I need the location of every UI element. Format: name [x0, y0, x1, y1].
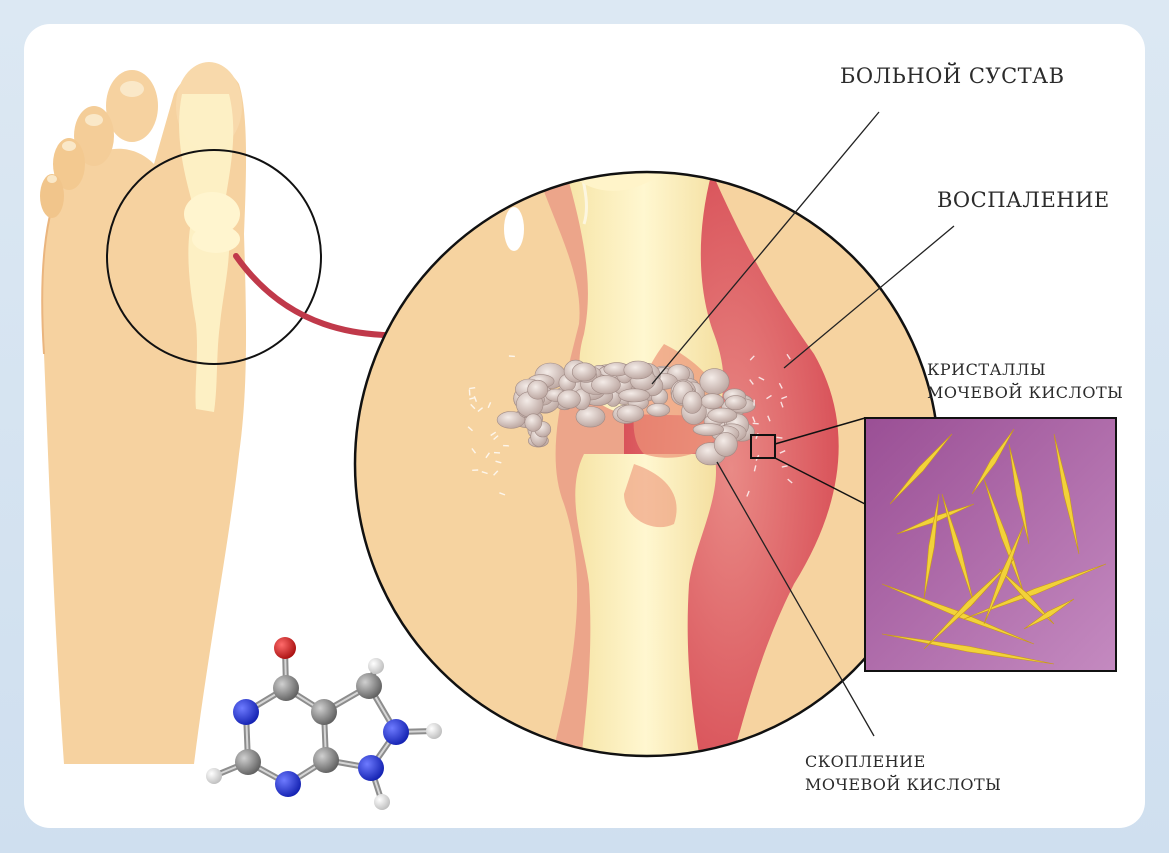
uric-acid-crystal: [889, 433, 953, 505]
crystal-inset: [774, 417, 1117, 672]
foot-illustration: [40, 62, 322, 765]
crystal-speck: [493, 470, 499, 476]
molecule-atom: [358, 755, 384, 781]
uric-acid-granule: [692, 423, 725, 436]
uric-acid-granule: [623, 360, 653, 380]
crystal-speck: [467, 426, 473, 432]
crystal-speck: [787, 478, 793, 484]
molecule-atom: [274, 637, 296, 659]
crystal-speck: [746, 490, 750, 497]
uric-acid-crystal: [971, 428, 1015, 495]
crystal-speck: [766, 394, 772, 400]
crystal-speck: [749, 355, 755, 361]
label-accumulation-line2: МОЧЕВОЙ КИСЛОТЫ: [805, 775, 1002, 794]
uric-acid-granule: [682, 390, 703, 414]
uric-acid-granule: [724, 395, 747, 411]
uric-acid-crystal: [963, 563, 1107, 620]
crystal-speck: [485, 452, 490, 459]
gout-illustration: [40, 62, 1117, 810]
crystal-speck: [749, 379, 754, 385]
crystal-speck: [779, 450, 786, 454]
diagram-card: БОЛЬНОЙ СУСТАВ ВОСПАЛЕНИЕ КРИСТАЛЛЫ МОЧЕ…: [24, 24, 1145, 828]
uric-acid-granule: [700, 393, 725, 410]
label-crystals-line1: КРИСТАЛЛЫ: [927, 360, 1047, 379]
leader-lines: [651, 111, 955, 737]
molecule-atom: [235, 749, 261, 775]
crystal-speck: [469, 396, 476, 400]
crystal-speck: [767, 415, 771, 422]
label-accumulation-line1: СКОПЛЕНИЕ: [805, 752, 926, 771]
uric-acid-granule: [713, 432, 738, 457]
molecule-atom: [273, 675, 299, 701]
molecule-atom: [311, 699, 337, 725]
crystal-speck: [776, 436, 783, 439]
uric-acid-granule: [524, 413, 543, 432]
crystal-speck: [781, 395, 788, 400]
uric-acid-granule: [571, 362, 597, 382]
molecule-atom: [206, 768, 222, 784]
uric-acid-granule: [575, 406, 606, 428]
uric-acid-deposit: [496, 359, 756, 466]
crystal-speck: [781, 465, 788, 468]
uric-acid-granule: [646, 403, 671, 417]
uric-acid-crystal: [1008, 443, 1030, 545]
label-inflammation: ВОСПАЛЕНИЕ: [937, 188, 1110, 212]
crystal-speck: [780, 401, 784, 408]
molecule-atom: [368, 658, 384, 674]
uric-acid-crystal: [1053, 433, 1080, 555]
molecule-atom: [426, 723, 442, 739]
molecule-atom: [356, 673, 382, 699]
uric-acid-crystal: [881, 633, 1055, 665]
uric-acid-granule: [618, 388, 651, 403]
crystal-speck: [477, 407, 484, 412]
uric-acid-crystal: [998, 568, 1055, 625]
uric-acid-crystal: [1023, 598, 1075, 630]
crystal-speck: [470, 403, 476, 410]
uric-acid-molecule: [206, 637, 442, 810]
uric-acid-crystal: [923, 558, 1015, 650]
uric-acid-granule: [527, 379, 549, 400]
magnified-joint: [353, 170, 941, 758]
crystal-speck: [469, 387, 476, 390]
crystal-speck: [778, 382, 783, 389]
uric-acid-granule: [616, 404, 645, 423]
uric-acid-granule: [699, 368, 730, 395]
crystal-speck: [786, 353, 791, 360]
molecule-atom: [275, 771, 301, 797]
crystal-speck: [493, 435, 499, 441]
label-diseased-joint: БОЛЬНОЙ СУСТАВ: [840, 64, 1065, 88]
crystal-speck: [471, 447, 477, 454]
crystal-speck: [490, 431, 497, 437]
crystal-speck: [753, 465, 757, 472]
crystal-speck: [481, 471, 488, 475]
label-accumulation: СКОПЛЕНИЕ МОЧЕВОЙ КИСЛОТЫ: [805, 750, 1001, 796]
crystal-speck: [495, 460, 502, 464]
crystal-speck: [758, 376, 765, 381]
uric-acid-crystal: [941, 493, 975, 605]
crystal-speck: [487, 402, 492, 409]
label-crystals-line2: МОЧЕВОЙ КИСЛОТЫ: [927, 383, 1124, 402]
molecule-atom: [374, 794, 390, 810]
uric-acid-granule: [707, 407, 738, 423]
uric-acid-crystal: [983, 523, 1025, 625]
uric-acid-granule: [557, 389, 581, 409]
molecule-atom: [313, 747, 339, 773]
label-crystals: КРИСТАЛЛЫ МОЧЕВОЙ КИСЛОТЫ: [927, 358, 1123, 404]
molecule-atom: [383, 719, 409, 745]
molecule-atom: [233, 699, 259, 725]
uric-acid-crystal: [923, 493, 940, 600]
crystal-speck: [752, 416, 756, 423]
crystal-speck: [752, 422, 759, 425]
uric-acid-granule: [591, 375, 621, 395]
crystal-speck: [499, 492, 506, 496]
